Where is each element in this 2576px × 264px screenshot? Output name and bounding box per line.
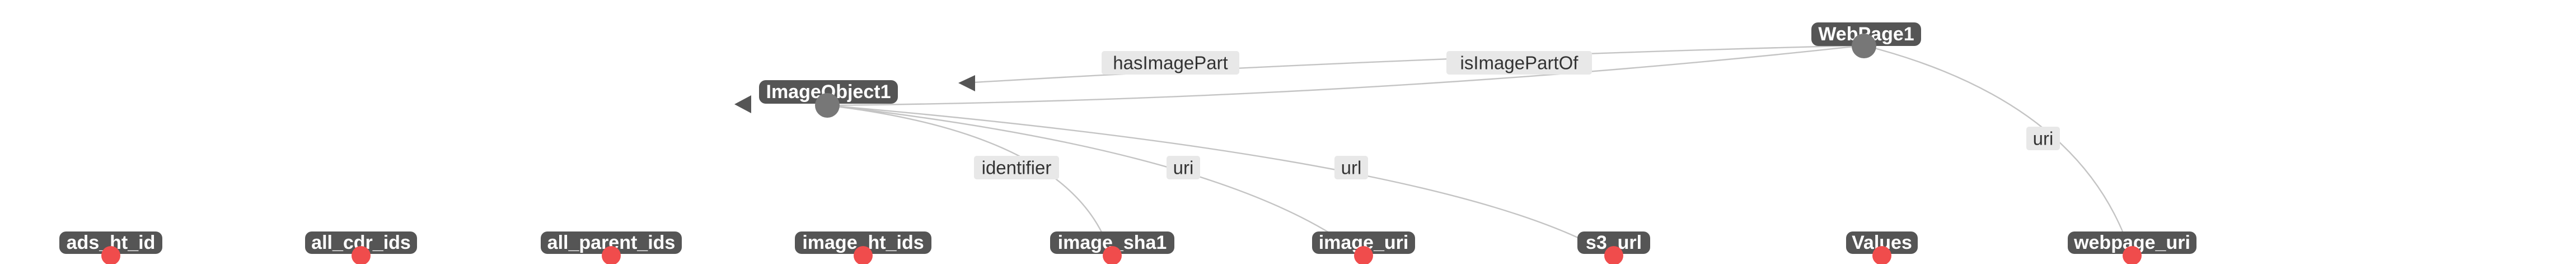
property-node-all-parent-ids[interactable]: all_parent_ids: [541, 231, 682, 264]
property-node-dot[interactable]: [1354, 246, 1373, 264]
property-node-all-cdr-ids[interactable]: all_cdr_ids: [305, 231, 417, 264]
arrowhead-hasImagePart: [958, 75, 975, 91]
svg-text:url: url: [1341, 158, 1362, 178]
svg-text:uri: uri: [1173, 158, 1194, 178]
property-node-dot[interactable]: [101, 246, 120, 264]
property-node-image-sha1[interactable]: image_sha1: [1050, 231, 1174, 264]
property-node-image-ht-ids[interactable]: image_ht_ids: [795, 231, 931, 264]
svg-text:uri: uri: [2033, 128, 2054, 149]
property-node-dot[interactable]: [1103, 246, 1122, 264]
edge-uri-image[interactable]: [827, 104, 1363, 256]
property-node-s3-url[interactable]: s3_url: [1577, 231, 1650, 264]
property-node-dot[interactable]: [1604, 246, 1623, 264]
edge-label-url-s3[interactable]: url: [1334, 156, 1368, 179]
class-node-imageobject1[interactable]: ImageObject1: [759, 80, 898, 118]
class-node-webpage1[interactable]: WebPage1: [1811, 22, 1921, 58]
property-node-dot[interactable]: [1872, 246, 1891, 264]
edge-label-uri-webpage[interactable]: uri: [2026, 127, 2060, 150]
edge-hasImagePart[interactable]: [973, 44, 1865, 84]
property-node-dot[interactable]: [854, 246, 873, 264]
edge-isImagePartOf[interactable]: [827, 44, 1865, 106]
property-node-webpage-uri[interactable]: webpage_uri: [2068, 231, 2196, 264]
property-node-dot[interactable]: [352, 246, 371, 264]
edge-uri-webpage[interactable]: [1863, 44, 2133, 256]
svg-text:isImagePartOf: isImagePartOf: [1460, 53, 1579, 73]
edge-label-identifier[interactable]: identifier: [974, 156, 1059, 179]
property-node-dot[interactable]: [602, 246, 621, 264]
svg-text:identifier: identifier: [982, 158, 1052, 178]
property-node-dot[interactable]: [2123, 246, 2142, 264]
property-node-values[interactable]: Values: [1846, 231, 1918, 264]
class-node-dot[interactable]: [815, 93, 840, 118]
edge-label-uri-image[interactable]: uri: [1167, 156, 1200, 179]
arrowhead-isImagePartOf: [734, 95, 751, 113]
edge-label-isImagePartOf[interactable]: isImagePartOf: [1446, 51, 1592, 75]
class-node-dot[interactable]: [1852, 34, 1876, 58]
svg-text:hasImagePart: hasImagePart: [1113, 53, 1228, 73]
property-node-image-uri[interactable]: image_uri: [1312, 231, 1415, 264]
edge-label-hasImagePart[interactable]: hasImagePart: [1102, 51, 1239, 75]
property-node-ads-ht-id[interactable]: ads_ht_id: [59, 231, 162, 264]
